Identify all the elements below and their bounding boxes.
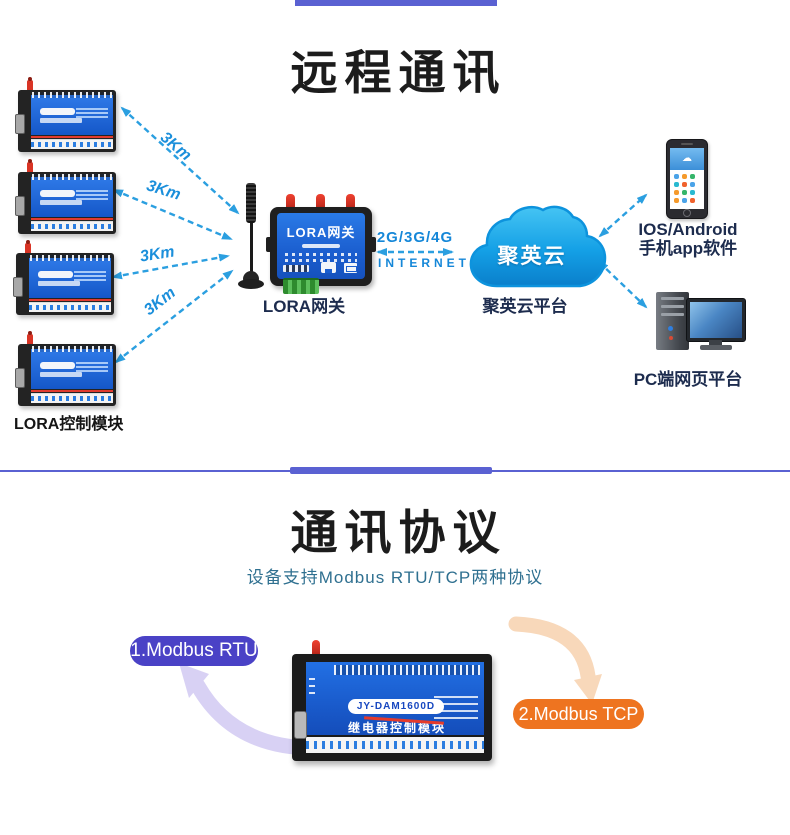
whip-antenna-icon: [238, 183, 264, 291]
lora-module-image-1: [15, 77, 116, 152]
title-accent-bar: [295, 0, 497, 6]
db9-port-icon: [15, 114, 25, 134]
cloud-caption: 聚英云平台: [482, 297, 568, 316]
section-title-protocol: 通讯协议: [290, 506, 507, 559]
distance-label-3: 3Km: [138, 243, 176, 266]
antenna-icon: [312, 640, 320, 656]
section-divider-accent: [290, 467, 492, 474]
lora-module-image-4: [15, 331, 116, 406]
lora-module-image-2: [15, 159, 116, 234]
antenna-icon: [27, 159, 33, 174]
pc-icon: [654, 288, 750, 356]
distance-label-2: 3Km: [144, 177, 183, 204]
terminal-block-icon: [283, 265, 309, 272]
gateway-caption: LORA网关: [262, 297, 346, 316]
spec-text-lines: [434, 696, 478, 724]
phone-caption-line2: 手机app软件: [638, 239, 738, 258]
network-type-label: 2G/3G/4G: [376, 229, 454, 246]
ethernet-port-icon: [321, 262, 336, 273]
usb-port-icon: [344, 263, 357, 273]
antenna-icon: [25, 240, 31, 255]
lora-modules-caption: LORA控制模块: [14, 416, 124, 433]
distance-label-4: 3Km: [141, 284, 179, 319]
relay-module-name: 继电器控制模块: [348, 721, 447, 735]
terminal-row-icon: [334, 665, 480, 675]
db9-port-icon: [294, 711, 307, 739]
green-terminal-icon: [283, 278, 319, 294]
phone-caption-line1: IOS/Android: [638, 220, 738, 239]
db9-port-icon: [15, 368, 25, 388]
antenna-icon: [27, 331, 33, 346]
phone-app-grid: [670, 170, 704, 207]
antenna-icon: [286, 194, 295, 210]
phone-caption: IOS/Android 手机app软件: [628, 220, 748, 258]
antenna-icon: [346, 194, 355, 210]
lora-gateway-image: LORA网关: [266, 194, 376, 294]
pc-tower-icon: [656, 292, 689, 350]
internet-label: INTERNET: [378, 256, 470, 270]
cloud-label: 聚英云: [497, 245, 567, 268]
antenna-icon: [27, 77, 33, 92]
phone-icon: ☁: [666, 139, 708, 219]
antenna-icon: [316, 194, 325, 210]
distance-label-1: 3Km: [156, 128, 195, 165]
terminal-row-icon: [306, 737, 484, 753]
relay-module-model: JY-DAM1600D: [348, 699, 444, 714]
db9-port-icon: [15, 196, 25, 216]
led-indicators: [309, 678, 315, 699]
cloud-platform-image: 聚英云: [470, 208, 594, 290]
phone-app-banner: ☁: [670, 148, 704, 170]
gateway-device-label: LORA网关: [286, 225, 356, 240]
modbus-tcp-badge: 2.Modbus TCP: [513, 699, 644, 729]
section-title-remote: 远程通讯: [290, 46, 507, 99]
pc-caption: PC端网页平台: [633, 370, 743, 389]
modbus-rtu-badge: 1.Modbus RTU: [130, 636, 258, 666]
pc-monitor-icon: [686, 298, 746, 342]
lora-module-image-3: [13, 240, 114, 315]
relay-module-image: JY-DAM1600D 继电器控制模块: [292, 640, 492, 761]
db9-port-icon: [13, 277, 23, 297]
protocol-subtitle: 设备支持Modbus RTU/TCP两种协议: [246, 568, 544, 587]
